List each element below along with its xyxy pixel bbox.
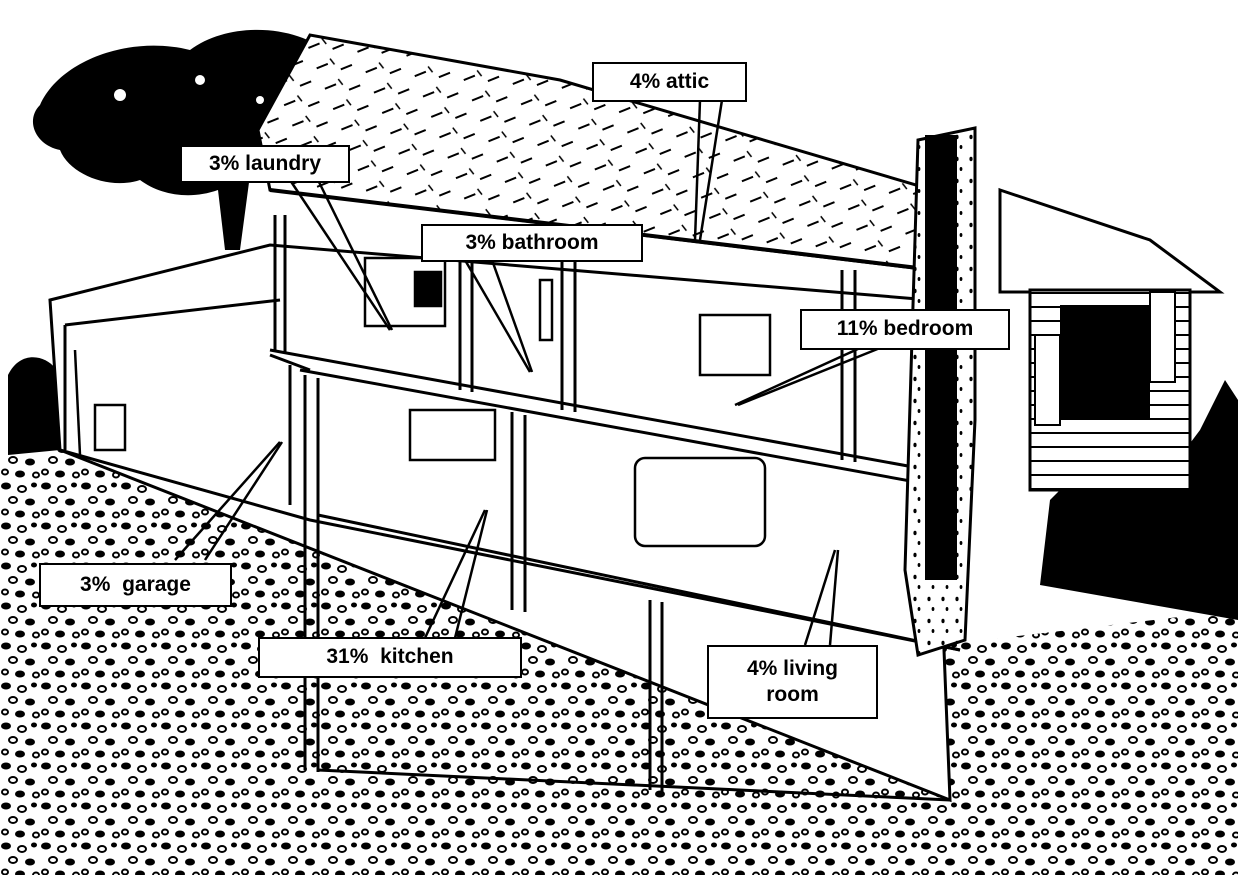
broom [73,349,82,456]
label-bathroom: 3% bathroom [421,224,643,262]
trash-can [93,403,127,452]
bushes-right [1040,380,1238,620]
label-kitchen: 31% kitchen [258,637,522,678]
tree [32,29,335,250]
sofa [633,456,767,548]
bush-left [8,357,60,455]
label-garage: 3% garage [39,563,232,607]
kitchen-counter [408,408,497,462]
rear-wing [998,187,1225,492]
label-living-room: 4% living room [707,645,878,719]
label-living-room-line2: room [766,683,819,706]
label-bedroom: 11% bedroom [800,309,1010,350]
chimney [903,126,977,657]
label-attic: 4% attic [592,62,747,102]
bathroom-fixture [538,278,554,342]
label-laundry: 3% laundry [180,145,350,183]
label-living-room-line1: 4% living [746,656,839,680]
bed [698,313,772,377]
